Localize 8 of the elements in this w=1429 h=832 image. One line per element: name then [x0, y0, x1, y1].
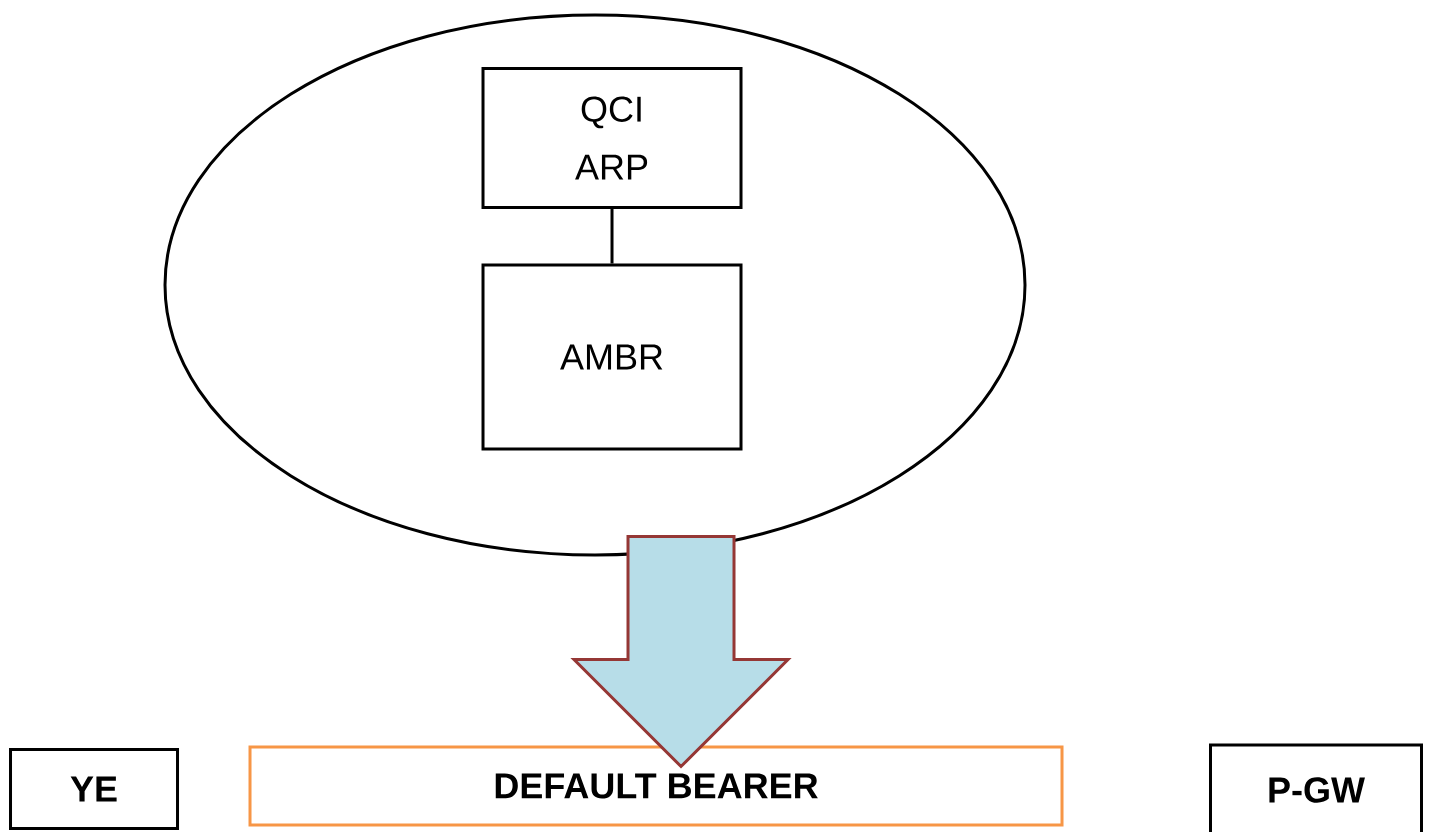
- gateway-box: P-GW: [1209, 743, 1423, 832]
- ellipse: [163, 13, 1027, 557]
- parameter-box: AMBR: [481, 263, 743, 451]
- parameter-box: QCI ARP: [481, 67, 743, 209]
- connector-line: [610, 209, 614, 264]
- device-box: YE: [9, 748, 179, 830]
- bearer-box: DEFAULT BEARER: [248, 745, 1064, 827]
- block-arrow: [570, 535, 792, 769]
